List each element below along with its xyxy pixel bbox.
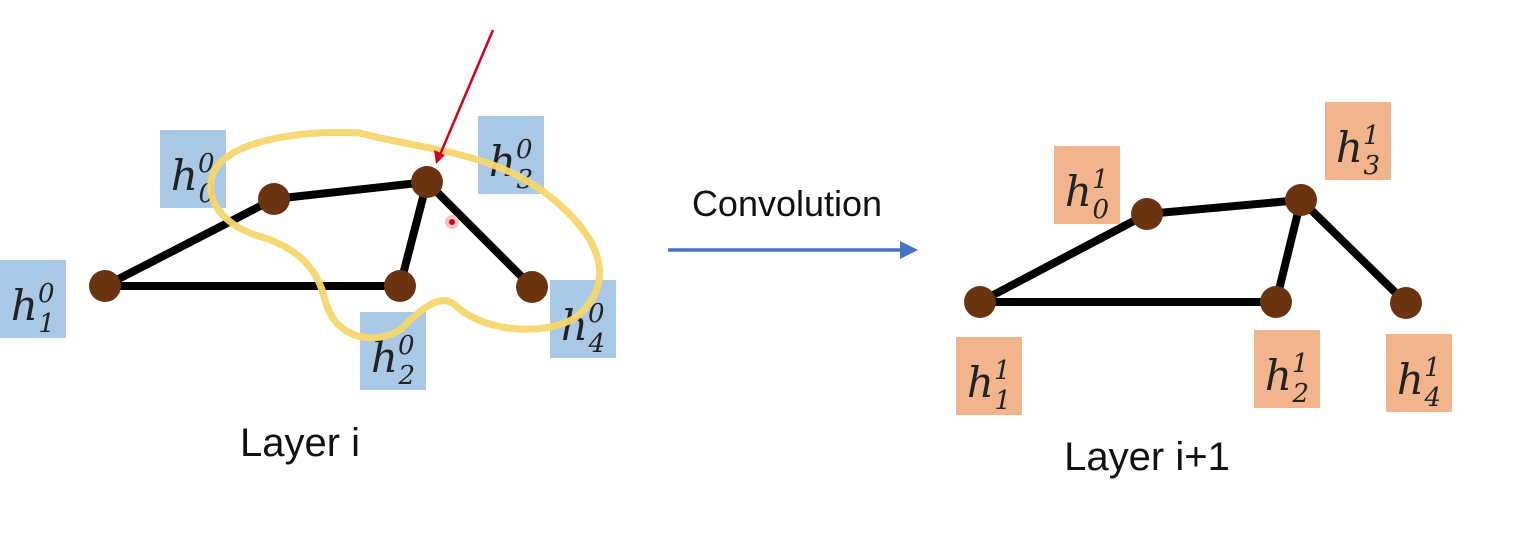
layer-i-caption: Layer i xyxy=(240,421,360,465)
label-sub: 0 xyxy=(1093,195,1110,225)
node-h4 xyxy=(516,271,548,303)
label-base: h xyxy=(1265,351,1292,400)
label-sup: 0 xyxy=(38,279,55,309)
layer-i1-nodes xyxy=(964,184,1422,319)
node-h1 xyxy=(964,286,996,318)
label-sub: 1 xyxy=(39,309,56,339)
layer-i-edges xyxy=(101,178,536,291)
label-sup: 0 xyxy=(398,331,415,361)
edge-h0-h1 xyxy=(101,195,278,290)
svg-text:h14: h14 xyxy=(1397,353,1441,413)
svg-text:h12: h12 xyxy=(1265,349,1309,409)
svg-text:h10: h10 xyxy=(1065,165,1109,225)
edge-h0-h1 xyxy=(976,210,1151,306)
layer-i-nodes xyxy=(89,166,548,303)
label-base: h xyxy=(171,151,198,200)
label-base: h xyxy=(967,358,994,407)
label-sup: 1 xyxy=(1424,353,1441,383)
node-h4 xyxy=(1390,287,1422,319)
label-sub: 2 xyxy=(398,361,416,391)
edge-h3-h4 xyxy=(1297,196,1410,307)
label-base: h xyxy=(371,333,398,382)
node-h2 xyxy=(1260,286,1292,318)
node-h3 xyxy=(411,166,443,198)
convolution-operation: Convolution xyxy=(668,183,918,259)
node-h0 xyxy=(258,183,290,215)
label-sup: 1 xyxy=(994,356,1011,386)
label-sup: 0 xyxy=(588,299,605,329)
label-sub: 4 xyxy=(1424,383,1442,413)
edge-h0-h3 xyxy=(270,178,431,203)
layer-i1-caption: Layer i+1 xyxy=(1064,435,1230,479)
edge-h3-h4 xyxy=(423,178,536,291)
edge-h2-h3 xyxy=(396,178,431,290)
label-sub: 4 xyxy=(588,329,606,359)
label-sub: 3 xyxy=(1364,151,1381,181)
layer-i1-edges xyxy=(976,196,1410,307)
svg-text:h13: h13 xyxy=(1336,121,1380,181)
svg-text:h11: h11 xyxy=(967,356,1011,416)
highlight-loop xyxy=(207,129,604,342)
convolution-arrow-head xyxy=(900,241,918,259)
convolution-label: Convolution xyxy=(692,183,882,224)
edge-h0-h3 xyxy=(1143,196,1305,218)
label-base: h xyxy=(1065,167,1092,216)
label-base: h xyxy=(1397,355,1424,404)
label-sup: 0 xyxy=(516,135,533,165)
pointer-annotation xyxy=(434,29,495,164)
node-h1 xyxy=(89,270,121,302)
label-base: h xyxy=(11,281,38,330)
node-h0 xyxy=(1131,198,1163,230)
label-sup: 1 xyxy=(1363,121,1380,151)
label-sup: 1 xyxy=(1092,165,1109,195)
label-base: h xyxy=(1336,123,1363,172)
label-sub: 2 xyxy=(1292,379,1310,409)
node-h3 xyxy=(1285,184,1317,216)
edge-h2-h3 xyxy=(1272,196,1305,306)
label-sub: 1 xyxy=(995,386,1012,416)
svg-text:h01: h01 xyxy=(11,279,55,339)
svg-text:h02: h02 xyxy=(371,331,415,391)
cursor-dot xyxy=(445,215,459,229)
label-sup: 1 xyxy=(1292,349,1309,379)
node-h2 xyxy=(384,270,416,302)
